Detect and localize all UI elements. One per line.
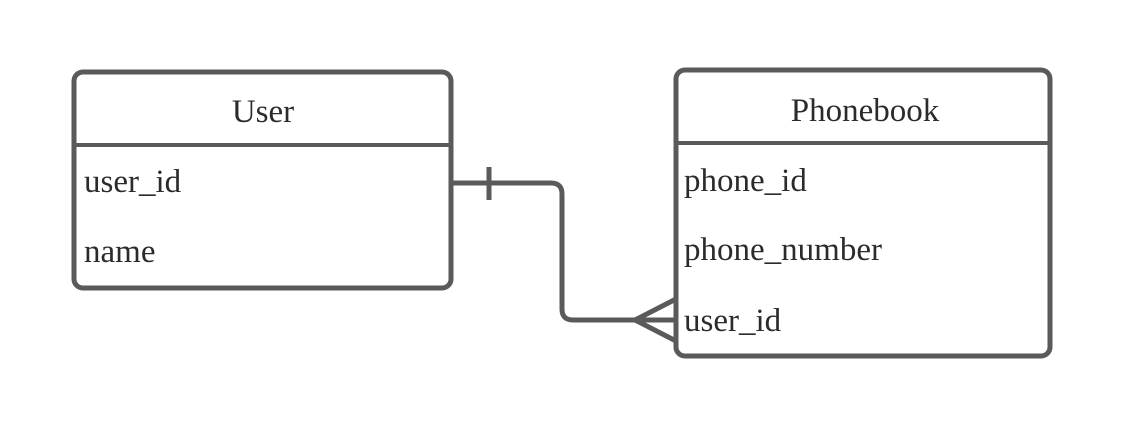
relationship-connector-line[interactable] <box>451 180 635 323</box>
entity-user-frame[interactable] <box>71 69 454 291</box>
entity-user-title: User <box>232 94 294 130</box>
entity-phonebook-attribute-phone_number: phone_number <box>684 232 882 268</box>
entity-user-attribute-user_id: user_id <box>84 164 182 200</box>
entity-phonebook-attribute-user_id: user_id <box>684 303 782 339</box>
relationship-user-phonebook[interactable] <box>451 167 678 344</box>
entity-user[interactable]: User user_id name <box>71 69 454 291</box>
entity-phonebook-title: Phonebook <box>791 93 940 129</box>
entity-phonebook-attribute-phone_id: phone_id <box>684 163 807 199</box>
entity-phonebook[interactable]: Phonebook phone_id phone_number user_id <box>673 67 1053 359</box>
entity-user-attribute-name: name <box>84 234 155 270</box>
